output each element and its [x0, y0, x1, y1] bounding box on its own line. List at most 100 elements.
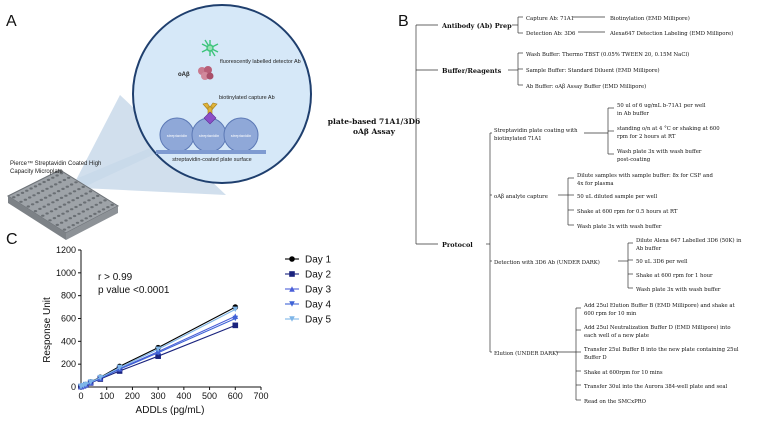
panel-c-letter: C	[6, 231, 18, 248]
oab-cluster-icon	[198, 66, 214, 80]
step-item: Dilute Alexa 647 Labelled 3D6 (50K) in	[636, 237, 742, 244]
well	[39, 198, 43, 201]
well	[78, 203, 83, 206]
well	[88, 190, 93, 193]
well	[36, 192, 41, 195]
x-tick-label: 400	[176, 391, 191, 401]
well	[52, 192, 56, 195]
x-tick-label: 0	[78, 391, 83, 401]
step-item: Dilute samples with sample buffer: 8x fo…	[577, 173, 713, 179]
step-item: 50 uL 3D6 per well	[636, 259, 688, 265]
tree-leaf: Detection Ab: 3D6	[526, 31, 576, 37]
well	[90, 206, 94, 209]
well	[103, 199, 107, 202]
well	[98, 201, 103, 204]
legend-marker	[289, 286, 295, 292]
well	[49, 210, 54, 213]
step-item: in Ab buffer	[617, 111, 649, 117]
well	[59, 196, 64, 199]
streptavidin-label: streptavidin	[199, 133, 219, 138]
tree-leaf: Sample Buffer: Standard Diluent (EMD Mil…	[526, 67, 660, 74]
well	[59, 172, 64, 175]
well	[55, 199, 59, 202]
legend-label: Day 1	[305, 255, 332, 266]
well	[75, 196, 80, 200]
well	[96, 194, 100, 197]
well	[87, 199, 91, 202]
tree-leaf: Biotinylation (EMD Millipore)	[610, 15, 690, 22]
tree-leaf: Capture Ab: 71A1	[526, 16, 574, 22]
data-point	[155, 349, 161, 356]
well	[54, 208, 58, 211]
legend-label: Day 5	[305, 315, 332, 326]
well	[55, 174, 59, 177]
microplate-label-line1: Pierce™ Streptavidin Coated High	[10, 160, 101, 167]
x-tick-label: 700	[253, 391, 268, 401]
well	[28, 196, 32, 199]
capture-ab-label: biotinylated capture Ab	[219, 95, 275, 101]
well	[16, 194, 20, 197]
capture-antibody-icon	[202, 102, 218, 125]
well	[97, 210, 101, 213]
oab-label: oAβ	[178, 72, 190, 78]
step-label: Streptavidin plate coating with	[494, 128, 578, 134]
protocol-tree	[415, 16, 633, 401]
well	[67, 176, 71, 179]
y-tick-label: 0	[71, 382, 76, 392]
well	[33, 210, 38, 213]
well	[62, 178, 67, 182]
step-item: Buffer D	[584, 355, 607, 361]
well	[48, 219, 52, 222]
microplate-icon	[6, 169, 120, 240]
well	[83, 201, 87, 204]
well	[43, 196, 48, 199]
legend-label: Day 4	[305, 300, 332, 311]
step-item: 50 ul of 6 ug/mL b-71A1 per well	[617, 103, 706, 109]
well	[80, 194, 84, 197]
panel-b: B plate-based 71A1/3D6 oAβ Assay Antibod…	[328, 13, 742, 405]
x-tick-label: 300	[151, 391, 166, 401]
well	[29, 187, 33, 190]
branch-label: Antibody (Ab) Prep	[441, 22, 512, 30]
plate-surface-label: streptavidin-coated plate surface	[172, 157, 252, 163]
well	[57, 214, 61, 217]
step-item: standing o/n at 4 °C or shaking at 600	[617, 126, 720, 132]
well	[91, 197, 96, 200]
well	[51, 201, 55, 204]
streptavidin-label: streptavidin	[231, 133, 251, 138]
step-item: Add 25ul Neutralization Buffer D (EMD Mi…	[583, 324, 731, 331]
well	[20, 191, 25, 194]
well	[52, 217, 57, 220]
well	[93, 212, 97, 215]
well	[26, 205, 30, 208]
legend-marker	[289, 271, 295, 277]
well	[51, 176, 55, 179]
step-item: each well of a new plate	[584, 333, 649, 339]
well	[64, 194, 68, 197]
well	[59, 221, 64, 224]
branch-label: Buffer/Reagents	[442, 67, 502, 75]
tree-root-line2: oAβ Assay	[353, 127, 396, 136]
well	[62, 203, 67, 206]
step-item: Transfer 25ul Buffer B into the new plat…	[584, 347, 739, 353]
well	[77, 188, 81, 191]
branch-label: Protocol	[442, 241, 473, 249]
microplate-wells	[12, 172, 114, 231]
step-item: Shake at 600 rpm for 0.5 hours at RT	[577, 209, 678, 215]
well	[23, 198, 28, 201]
well	[67, 201, 71, 204]
well	[106, 206, 110, 209]
well	[110, 203, 114, 206]
panel-b-letter: B	[398, 13, 409, 30]
well	[58, 205, 62, 208]
y-tick-label: 200	[61, 359, 76, 369]
well	[69, 183, 74, 186]
well	[49, 185, 54, 188]
step-label: biotinylated 71A1	[494, 136, 542, 142]
legend-marker	[289, 316, 295, 322]
well	[84, 192, 88, 195]
step-item: post-coating	[617, 157, 651, 163]
y-tick-label: 400	[61, 336, 76, 346]
